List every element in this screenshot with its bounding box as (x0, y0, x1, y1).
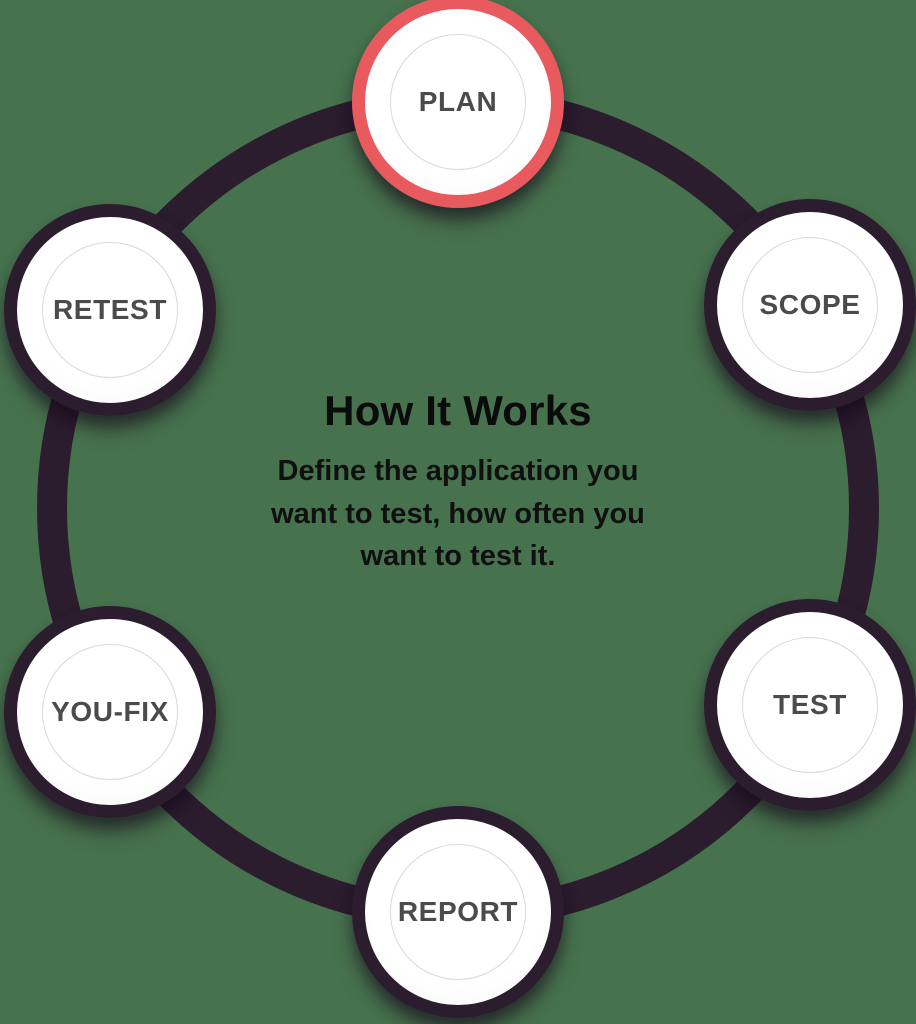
diagram-description-line: Define the application you (277, 455, 639, 488)
step-label: PLAN (418, 86, 498, 117)
step-node-report: REPORT (352, 806, 564, 1018)
diagram-description-line: want to test it. (360, 540, 556, 573)
step-node-you-fix: YOU-FIX (4, 606, 216, 818)
step-node-plan: PLAN (352, 0, 564, 208)
step-label: YOU-FIX (51, 696, 169, 727)
center-text-block: How It Works Define the application you … (218, 387, 698, 578)
step-node-retest: RETEST (4, 204, 216, 416)
step-node-test: TEST (704, 599, 916, 811)
step-label: REPORT (397, 896, 519, 927)
step-node-scope: SCOPE (704, 199, 916, 411)
diagram-description-line: want to test, how often you (271, 497, 645, 530)
diagram-title: How It Works (324, 387, 592, 434)
step-label: RETEST (52, 294, 168, 325)
step-label: SCOPE (759, 289, 861, 320)
step-label: TEST (773, 689, 847, 720)
